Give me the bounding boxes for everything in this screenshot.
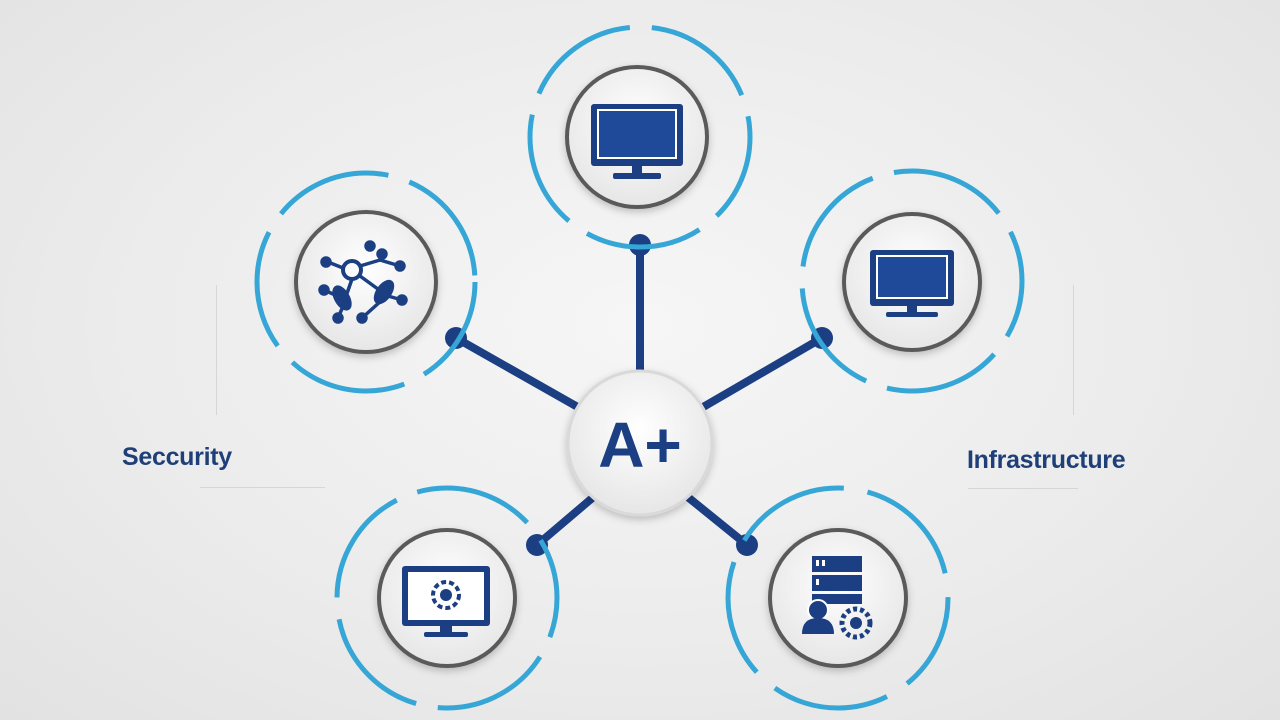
node-lower-right-ring <box>725 485 951 711</box>
hub-disc <box>566 369 714 517</box>
node-upper-left-ring <box>254 170 478 394</box>
connectors <box>445 234 833 556</box>
node-upper-right[interactable] <box>799 168 1025 394</box>
divider-right-horizontal <box>968 488 1078 489</box>
label-security: Seccurity <box>122 443 232 471</box>
connector-lower-right-dot <box>736 534 758 556</box>
server-user-gear-icon <box>802 556 873 640</box>
node-lower-left-ring <box>334 485 560 711</box>
node-lower-right[interactable] <box>725 485 951 711</box>
monitor-icon <box>870 250 954 317</box>
label-infrastructure: Infrastructure <box>967 446 1126 474</box>
hub-label: A+ <box>598 409 682 481</box>
node-upper-left[interactable] <box>254 170 478 394</box>
hub[interactable]: A+ <box>566 369 714 517</box>
node-upper-right-ring <box>799 168 1025 394</box>
divider-left-horizontal <box>200 487 325 488</box>
monitor-virus-icon <box>402 566 490 637</box>
network-nodes-icon <box>318 240 408 324</box>
divider-right-vertical <box>1073 285 1074 415</box>
node-lower-left[interactable] <box>334 485 560 711</box>
monitor-icon <box>591 104 683 179</box>
node-top[interactable] <box>527 24 753 250</box>
connector-upper-right <box>694 334 826 414</box>
connector-lower-right <box>680 490 751 549</box>
connector-lower-left <box>533 490 601 549</box>
connector-upper-left <box>452 334 587 414</box>
node-top-ring <box>527 24 753 250</box>
divider-left-vertical <box>216 285 217 415</box>
